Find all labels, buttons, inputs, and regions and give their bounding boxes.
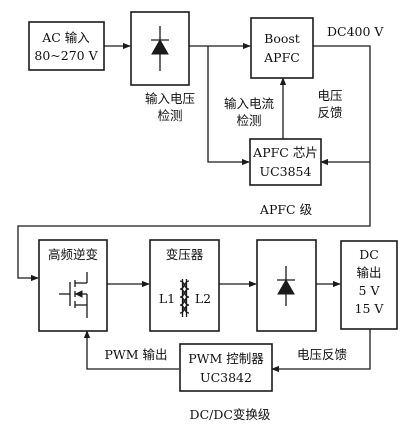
pwm-controller-model: UC3842: [200, 370, 252, 385]
arrow-pwm-to-inverter: [83, 330, 179, 370]
output-rectifier-block: [256, 239, 317, 332]
voltage-feedback-bottom-label: 电压反馈: [297, 347, 347, 362]
arrow-voltage-detect-to-chip: [207, 46, 250, 166]
arrow-output-feedback-to-pwm: [271, 329, 371, 373]
input-current-detect-label: 输入电流: [224, 96, 275, 111]
voltage-feedback-top-label: 电压: [317, 88, 342, 103]
dcdc-stage-caption: DC/DC变换级: [190, 407, 271, 422]
input-rectifier-block: [130, 11, 190, 86]
mosfet-icon: [59, 272, 88, 318]
pwm-output-label: PWM 输出: [104, 347, 167, 362]
dc-output-subtitle: 输出: [356, 265, 381, 280]
boost-apfc-block: Boost APFC: [250, 17, 314, 79]
ac-input-block: AC 输入 80~270 V: [28, 21, 105, 71]
transformer-coil-icon: [179, 279, 190, 317]
voltage-feedback-top-label-2: 反馈: [317, 105, 342, 120]
arrow-dc-bus-to-inverter: [17, 162, 371, 282]
pwm-controller-block: PWM 控制器 UC3842: [179, 343, 273, 392]
pwm-controller-title: PWM 控制器: [188, 351, 264, 366]
transformer-block: 变压器 L1 L2: [149, 239, 220, 332]
rectifier-diode-icon: [151, 26, 169, 71]
boost-title: Boost: [264, 31, 300, 46]
ac-input-range: 80~270 V: [34, 48, 98, 63]
input-current-detect-label-2: 检测: [236, 113, 261, 128]
hf-inverter-block: 高频逆变: [38, 239, 108, 332]
apfc-title: APFC: [263, 50, 300, 65]
ac-input-title: AC 输入: [41, 30, 90, 45]
dc-output-15v: 15 V: [355, 301, 385, 316]
apfc-chip-title: APFC 芯片: [252, 145, 318, 160]
connections: [17, 42, 371, 373]
apfc-stage-caption: APFC 级: [259, 202, 313, 217]
dc400-label: DC400 V: [327, 24, 384, 39]
apfc-chip-block: APFC 芯片 UC3854: [249, 138, 322, 186]
input-voltage-detect-label-2: 检测: [157, 108, 182, 123]
dc-output-title: DC: [359, 247, 379, 262]
hf-inverter-title: 高频逆变: [48, 247, 98, 262]
input-voltage-detect-label: 输入电压: [145, 91, 195, 106]
transformer-title: 变压器: [166, 247, 204, 262]
dc-output-block: DC 输出 5 V 15 V: [340, 240, 398, 330]
transformer-l1-label: L1: [159, 291, 175, 306]
arrow-voltage-feedback-to-chip: [313, 45, 371, 166]
output-diode-icon: [277, 266, 295, 306]
dc-output-5v: 5 V: [359, 283, 381, 298]
apfc-chip-model: UC3854: [260, 164, 312, 179]
transformer-l2-label: L2: [195, 291, 211, 306]
